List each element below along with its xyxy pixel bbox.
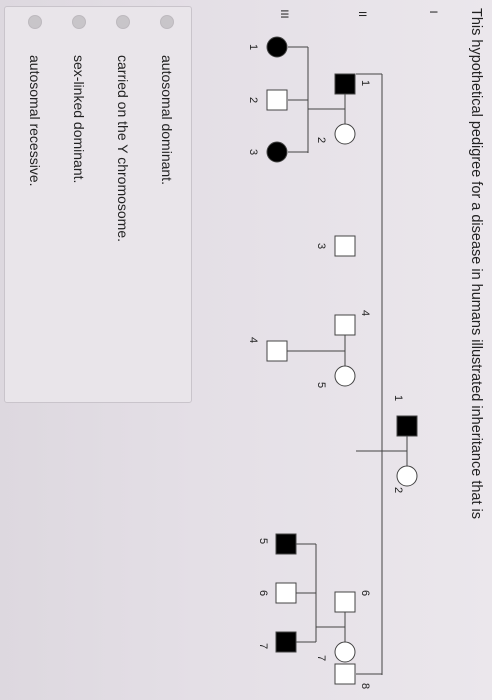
answer-options: autosomal dominant. carried on the Y chr… — [4, 6, 192, 403]
pedigree-female — [334, 641, 356, 663]
individual-number: 2 — [392, 487, 404, 493]
generation-label-I: I — [427, 10, 439, 13]
pedigree-male — [334, 235, 356, 257]
answer-option[interactable]: autosomal dominant. — [155, 15, 179, 185]
radio-button[interactable] — [116, 15, 130, 29]
pedigree-male — [266, 340, 288, 362]
individual-number: 3 — [247, 149, 259, 155]
individual-number: 1 — [359, 80, 371, 86]
pedigree-male — [334, 591, 356, 613]
radio-button[interactable] — [160, 15, 174, 29]
answer-label: autosomal recessive. — [27, 55, 43, 187]
pedigree-male-affected — [275, 631, 297, 653]
pedigree-male-affected — [396, 415, 418, 437]
answer-label: carried on the Y chromosome. — [115, 55, 131, 243]
pedigree-diagram: I II III 1 2 1 2 3 4 5 6 7 8 1 2 3 4 5 6… — [247, 9, 439, 689]
radio-button[interactable] — [72, 15, 86, 29]
individual-number: 2 — [315, 137, 327, 143]
individual-number: 5 — [257, 538, 269, 544]
individual-number: 3 — [315, 243, 327, 249]
individual-number: 7 — [257, 643, 269, 649]
pedigree-female-affected — [266, 36, 288, 58]
answer-option[interactable]: autosomal recessive. — [23, 15, 47, 187]
radio-button[interactable] — [28, 15, 42, 29]
individual-number: 1 — [392, 395, 404, 401]
individual-number: 6 — [257, 590, 269, 596]
individual-number: 1 — [247, 44, 259, 50]
pedigree-male-affected — [275, 533, 297, 555]
pedigree-male — [275, 582, 297, 604]
pedigree-female — [334, 365, 356, 387]
individual-number: 7 — [315, 655, 327, 661]
answer-option[interactable]: carried on the Y chromosome. — [111, 15, 135, 242]
generation-label-III: III — [278, 9, 290, 18]
pedigree-male — [334, 663, 356, 685]
answer-option[interactable]: sex-linked dominant. — [67, 15, 91, 183]
generation-label-II: II — [356, 11, 368, 17]
individual-number: 8 — [359, 683, 371, 689]
pedigree-male-affected — [334, 73, 356, 95]
individual-number: 4 — [247, 337, 259, 343]
pedigree-female — [334, 123, 356, 145]
individual-number: 2 — [247, 97, 259, 103]
answer-label: autosomal dominant. — [159, 55, 175, 185]
individual-number: 6 — [359, 590, 371, 596]
pedigree-male — [266, 89, 288, 111]
individual-number: 5 — [315, 382, 327, 388]
answer-label: sex-linked dominant. — [71, 55, 87, 184]
individual-number: 4 — [359, 310, 371, 316]
pedigree-female — [396, 465, 418, 487]
pedigree-male — [334, 314, 356, 336]
pedigree-female-affected — [266, 141, 288, 163]
